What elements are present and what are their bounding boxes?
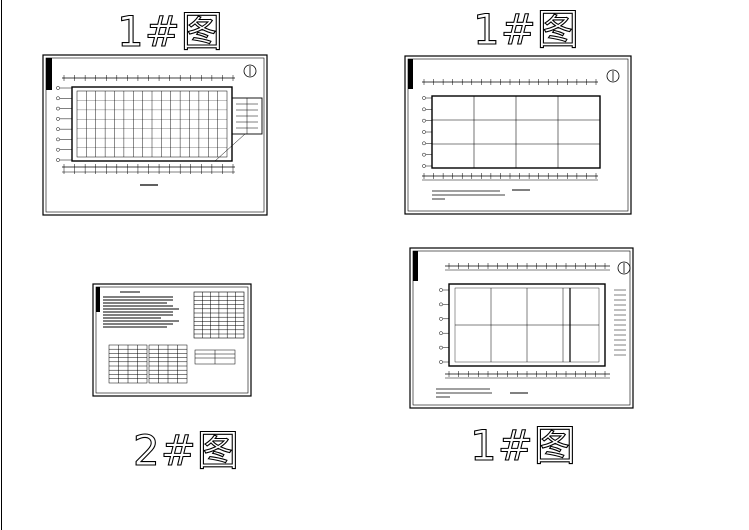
building-outline: [448, 283, 606, 367]
label-bottom-right: 1#图: [470, 421, 577, 470]
title-strip: [46, 58, 52, 90]
label-top-right: 1#图: [473, 5, 580, 54]
schedule-table: [193, 291, 245, 339]
drawing-sheet-3[interactable]: [92, 283, 252, 397]
design-notes-text: [103, 291, 179, 328]
drawing-sheet-1[interactable]: [42, 54, 268, 216]
label-bottom-left: 2#图: [133, 426, 240, 475]
drawing-sheet-2[interactable]: [404, 55, 632, 215]
detail-tables: [108, 344, 236, 384]
north-symbol-icon: [617, 261, 631, 275]
drawing-sheet-4[interactable]: [409, 247, 634, 409]
north-symbol-icon: [243, 64, 257, 78]
north-symbol-icon: [606, 69, 620, 83]
label-top-left: 1#图: [117, 7, 224, 56]
